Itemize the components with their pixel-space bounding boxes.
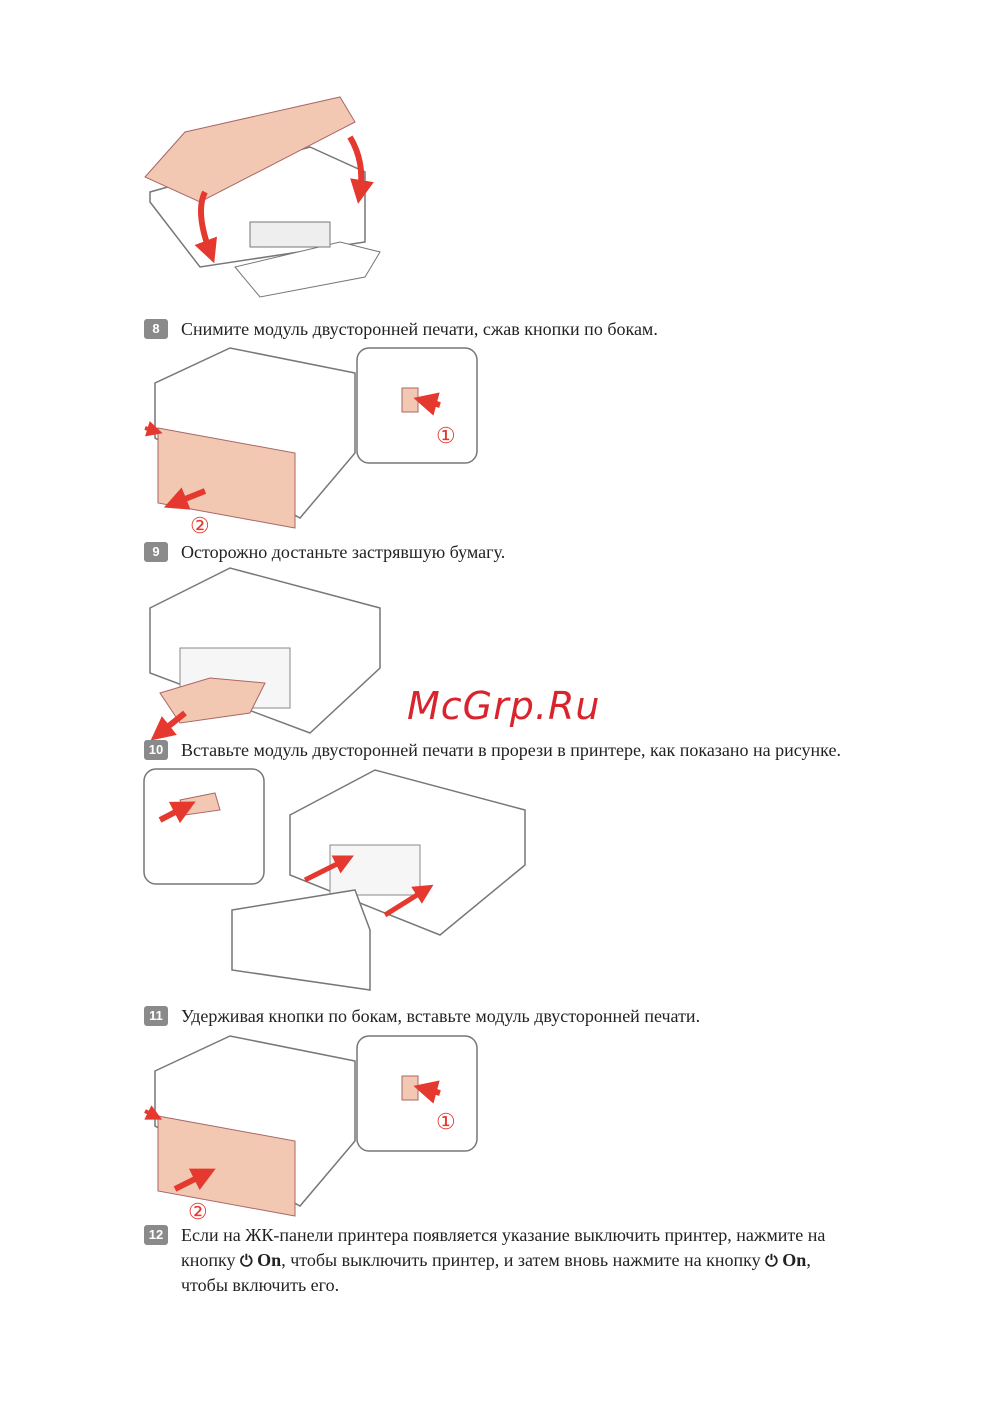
reinsert-duplex-unit-illustration: ① ② [144,1035,478,1224]
callout-1: ① [436,1109,456,1134]
step-number-badge: 9 [144,542,168,562]
power-icon: ⏻ [765,1251,778,1270]
text-segment: , чтобы выключить принтер, и затем вновь… [281,1250,761,1270]
step-text: Удерживая кнопки по бокам, вставьте моду… [181,1006,701,1026]
step-text: Снимите модуль двусторонней печати, сжав… [181,319,658,339]
step-text: Осторожно достаньте застрявшую бумагу. [181,542,506,562]
step-text-line-2: кнопку ⏻ On, чтобы выключить принтер, и … [181,1248,811,1273]
watermark: McGrp.Ru [407,684,601,728]
printer-open-scanner-illustration [144,96,381,298]
remove-jammed-paper-illustration [149,567,381,741]
callout-2: ② [190,513,210,538]
remove-duplex-unit-illustration: ① ② [144,347,478,538]
step-number-badge: 10 [144,740,168,760]
text-segment: кнопку [181,1250,236,1270]
text-segment: , [806,1250,811,1270]
on-button-label: On [257,1250,282,1270]
callout-2: ② [188,1199,208,1224]
on-button-label: On [782,1250,807,1270]
step-text: Вставьте модуль двусторонней печати в пр… [181,740,841,760]
step-number-badge: 8 [144,319,168,339]
step-number-badge: 12 [144,1225,168,1245]
step-number-badge: 11 [144,1006,168,1026]
callout-1: ① [436,423,456,448]
power-icon: ⏻ [240,1251,253,1270]
step-text-line-1: Если на ЖК-панели принтера появляется ук… [181,1225,826,1245]
step-text-line-3: чтобы включить его. [181,1275,340,1295]
insert-duplex-unit-illustration [143,768,526,991]
